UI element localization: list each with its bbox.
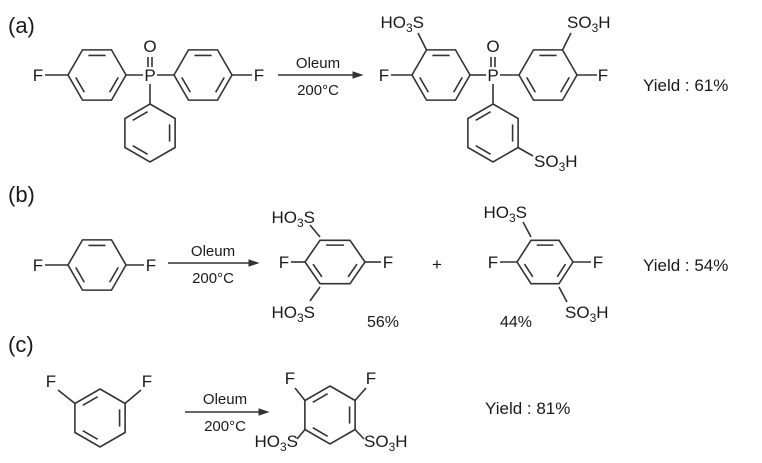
aromatic-double-bond — [475, 144, 492, 155]
arrow-head-icon — [258, 408, 270, 416]
sulfonic-acid-group: HO3S — [483, 203, 527, 225]
benzene-ring — [516, 239, 574, 285]
isomer-ratio: 56% — [367, 314, 399, 331]
atom-o: O — [143, 37, 156, 56]
atom-p: P — [144, 66, 155, 85]
aromatic-double-bond — [312, 263, 323, 278]
atom-o: O — [486, 37, 499, 56]
sulfonic-acid-group: SO3H — [565, 303, 609, 325]
sulfonic-acid-group: HO3S — [254, 432, 298, 454]
atom-f: F — [142, 372, 152, 391]
atom-f: F — [366, 369, 376, 388]
label-a: (a) — [8, 13, 35, 38]
atom-f: F — [285, 369, 295, 388]
benzene-ring — [67, 49, 127, 101]
benzene-ring — [467, 103, 519, 163]
bond — [561, 32, 572, 51]
aromatic-double-bond — [82, 429, 99, 440]
aromatic-double-bond — [523, 263, 534, 278]
reagent-label: Oleum — [203, 391, 247, 408]
atom-p: P — [487, 66, 498, 85]
aromatic-double-bond — [75, 76, 86, 93]
aromatic-double-bond — [132, 144, 149, 155]
aromatic-double-bond — [452, 76, 463, 93]
benzene-ring — [124, 103, 176, 163]
aromatic-double-bond — [214, 76, 225, 93]
yield-label: Yield : 61% — [643, 76, 728, 95]
aromatic-double-bond — [108, 76, 119, 93]
atom-f: F — [383, 253, 393, 272]
atom-f: F — [33, 256, 43, 275]
atom-f: F — [598, 66, 608, 85]
atom-f: F — [254, 66, 264, 85]
benzene-ring — [518, 49, 578, 101]
atom-f: F — [379, 66, 389, 85]
aromatic-double-bond — [132, 111, 149, 122]
temperature-label: 200°C — [192, 270, 234, 287]
sulfonic-acid-group: SO3H — [567, 13, 611, 35]
bond — [296, 428, 306, 440]
benzene-ring — [67, 239, 127, 291]
atom-f: F — [33, 66, 43, 85]
reagent-label: Oleum — [191, 243, 235, 260]
sulfonic-acid-group: SO3H — [364, 432, 408, 454]
reagent-label: Oleum — [296, 55, 340, 72]
aromatic-double-bond — [556, 263, 567, 278]
aromatic-double-bond — [312, 393, 329, 404]
aromatic-double-bond — [559, 76, 570, 93]
aromatic-double-bond — [312, 426, 329, 437]
atom-f: F — [279, 253, 289, 272]
bond — [517, 146, 534, 157]
atom-f: F — [488, 253, 498, 272]
benzene-ring — [173, 49, 233, 101]
yield-label: Yield : 54% — [643, 256, 728, 275]
bond — [558, 286, 568, 303]
aromatic-double-bond — [75, 266, 86, 283]
yield-label: Yield : 81% — [485, 399, 570, 418]
sulfonic-acid-group: HO3S — [380, 13, 424, 35]
arrow-head-icon — [248, 259, 260, 267]
sulfonic-acid-group: HO3S — [271, 208, 315, 230]
bond — [294, 387, 306, 401]
label-c: (c) — [8, 332, 34, 357]
bond — [522, 221, 532, 238]
benzene-ring — [411, 49, 471, 101]
sulfonic-acid-group: HO3S — [271, 303, 315, 325]
bond — [354, 387, 367, 402]
label-b: (b) — [8, 182, 35, 207]
aromatic-double-bond — [82, 396, 99, 407]
sulfonic-acid-group: SO3H — [534, 152, 578, 174]
aromatic-double-bond — [419, 76, 430, 93]
bond — [417, 32, 428, 51]
atom-f: F — [146, 256, 156, 275]
atom-f: F — [593, 253, 603, 272]
bond — [354, 428, 365, 440]
isomer-ratio: 44% — [500, 314, 532, 331]
benzene-ring — [304, 385, 356, 445]
aromatic-double-bond — [347, 263, 358, 278]
arrow-head-icon — [352, 71, 364, 79]
bond — [124, 389, 142, 405]
plus-sign: + — [432, 255, 442, 274]
aromatic-double-bond — [526, 76, 537, 93]
aromatic-double-bond — [108, 266, 119, 283]
aromatic-double-bond — [475, 111, 492, 122]
bonds-layer — [45, 32, 597, 448]
benzene-ring — [74, 388, 126, 448]
benzene-ring — [304, 239, 366, 285]
bond — [57, 389, 76, 405]
bond — [309, 224, 321, 238]
aromatic-double-bond — [181, 76, 192, 93]
bond — [309, 286, 321, 302]
temperature-label: 200°C — [297, 82, 339, 99]
atom-f: F — [46, 372, 56, 391]
temperature-label: 200°C — [204, 418, 246, 435]
